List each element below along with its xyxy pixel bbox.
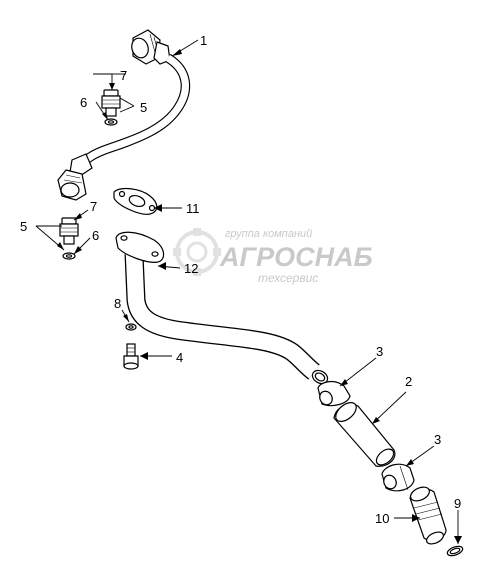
callout-7-lower: 7 [90, 199, 97, 214]
clamp-lower [381, 463, 415, 492]
rubber-hose [333, 402, 396, 467]
callout-12: 12 [184, 261, 198, 276]
callout-2: 2 [405, 374, 412, 389]
watermark-line-2: АГРОСНАБ [219, 242, 373, 272]
callout-labels: 1 2 3 3 4 5 5 6 6 7 7 8 9 10 11 12 [20, 33, 461, 526]
callout-3-upper: 3 [376, 344, 383, 359]
callout-10: 10 [375, 511, 389, 526]
callout-9: 9 [454, 496, 461, 511]
callout-1: 1 [200, 33, 207, 48]
lower-connector-assembly [59, 217, 79, 260]
clamp-upper [317, 380, 351, 407]
washer [125, 323, 137, 331]
watermark-line-1: группа компаний [225, 228, 312, 240]
oil-supply-hose [57, 29, 191, 201]
upper-connector-assembly [101, 89, 121, 126]
callout-3-lower: 3 [434, 432, 441, 447]
callout-11: 11 [186, 201, 200, 216]
callout-6-lower: 6 [92, 228, 99, 243]
callout-4: 4 [176, 350, 183, 365]
watermark-line-3: техсервис [258, 271, 318, 285]
callout-5-lower: 5 [20, 219, 27, 234]
leader-lines [35, 39, 462, 544]
watermark: группа компаний АГРОСНАБ техсервис [173, 228, 373, 285]
callout-5-upper: 5 [140, 100, 147, 115]
adapter-fitting [409, 486, 447, 545]
callout-6-upper: 6 [80, 95, 87, 110]
bolt [123, 343, 139, 370]
gasket [113, 187, 158, 215]
callout-7-upper: 7 [120, 68, 127, 83]
callout-8: 8 [114, 296, 121, 311]
oil-drain-tube [115, 231, 329, 385]
watermark-logo-icon [173, 228, 221, 276]
o-ring [446, 545, 464, 557]
